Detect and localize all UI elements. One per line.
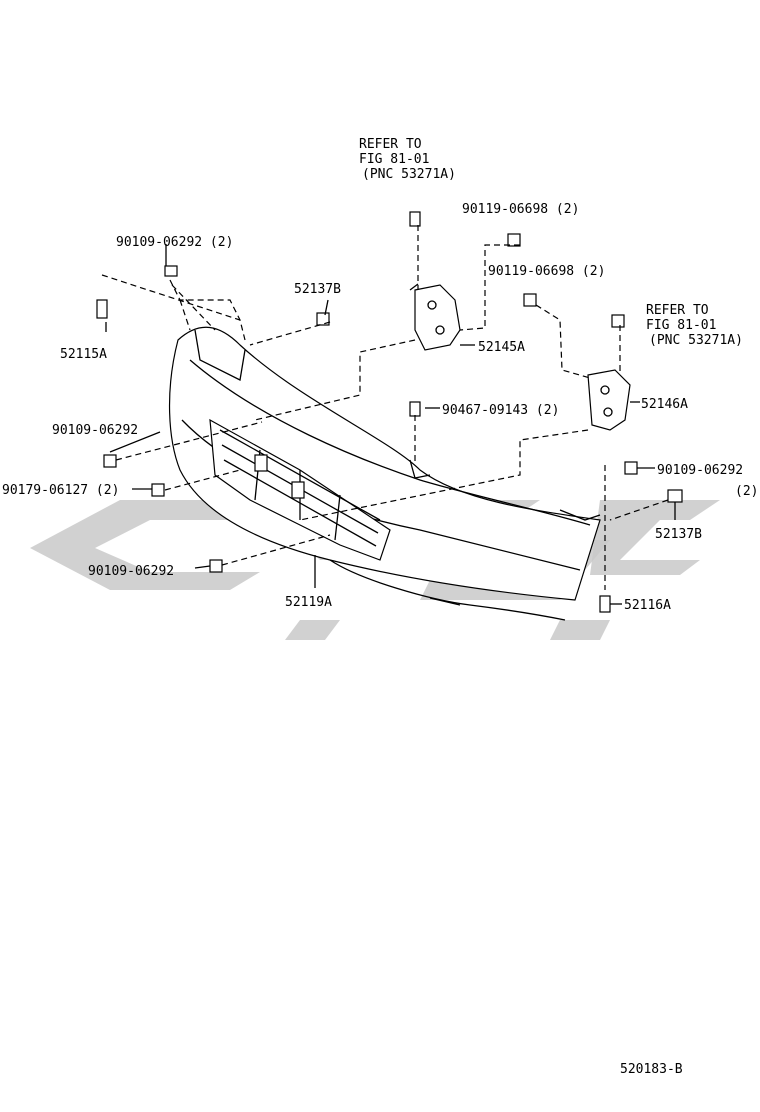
label-bolt-right-qty: (2) xyxy=(735,484,758,499)
bolt-icon xyxy=(103,454,117,468)
labels: REFER TO FIG 81-01 (PNC 53271A) 90119-06… xyxy=(2,137,758,1077)
label-bolt-bottom: 90109-06292 xyxy=(88,564,174,579)
label-clip-90467: 90467-09143 (2) xyxy=(442,403,559,418)
grille xyxy=(209,418,391,561)
bracket-52146A xyxy=(587,369,631,431)
refer-to-2-line1: REFER TO xyxy=(646,303,709,318)
clip-icon xyxy=(409,401,421,417)
label-bolt-90119-b: 90119-06698 (2) xyxy=(488,264,605,279)
nut-icon xyxy=(151,483,165,497)
bolt-icon xyxy=(164,265,178,277)
label-52119A: 52119A xyxy=(285,595,332,610)
nut-icon xyxy=(667,489,683,503)
label-52116A: 52116A xyxy=(624,598,671,613)
label-52137B-top: 52137B xyxy=(294,282,341,297)
bumper-cover xyxy=(168,326,601,621)
bolt-icon xyxy=(523,293,537,307)
label-bolt-left-mid: 90109-06292 xyxy=(52,423,138,438)
clip-icon xyxy=(599,595,611,613)
bolt-icon xyxy=(209,559,223,573)
label-52146A: 52146A xyxy=(641,397,688,412)
refer-to-1-line3: (PNC 53271A) xyxy=(362,167,456,182)
label-52137B-right: 52137B xyxy=(655,527,702,542)
label-52145A: 52145A xyxy=(478,340,525,355)
refer-to-1-line1: REFER TO xyxy=(359,137,422,152)
clip-icon xyxy=(409,211,421,227)
bolt-icon xyxy=(507,233,521,247)
label-bolt-right: 90109-06292 xyxy=(657,463,743,478)
label-bolt-90119-a: 90119-06698 (2) xyxy=(462,202,579,217)
label-52115A: 52115A xyxy=(60,347,107,362)
bolt-icon xyxy=(624,461,638,475)
clip-icon xyxy=(96,299,108,319)
label-nut-90179: 90179-06127 (2) xyxy=(2,483,119,498)
figure-code: 520183-B xyxy=(620,1062,683,1077)
refer-to-2-line2: FIG 81-01 xyxy=(646,318,716,333)
clip-icon xyxy=(611,314,625,328)
refer-to-1-line2: FIG 81-01 xyxy=(359,152,429,167)
nut-icon xyxy=(316,312,330,326)
bracket-52145A xyxy=(409,283,461,351)
label-bolt-top-left: 90109-06292 (2) xyxy=(116,235,233,250)
fasteners xyxy=(96,211,683,613)
leader-lines xyxy=(101,225,676,605)
refer-to-2-line3: (PNC 53271A) xyxy=(649,333,743,348)
